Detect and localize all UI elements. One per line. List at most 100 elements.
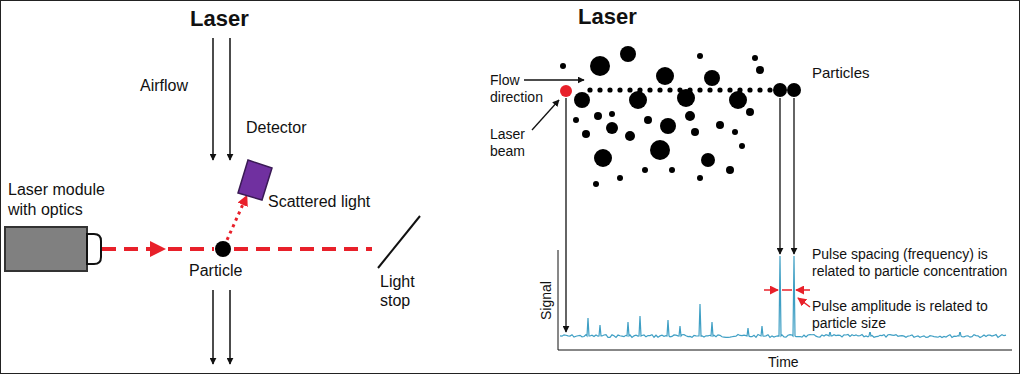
particle-dot	[650, 140, 670, 160]
particle-dot	[739, 143, 745, 149]
particle-dot	[620, 46, 636, 62]
particle-dot	[606, 122, 618, 134]
laser-module: Laser module with optics	[4, 226, 102, 272]
scattered-light-arrow	[227, 196, 247, 240]
particle-dot	[767, 87, 772, 92]
beam-to-signal-line	[565, 98, 566, 332]
particle-cloud	[560, 46, 801, 187]
particle-dot	[573, 117, 579, 123]
particle-dot	[629, 91, 647, 109]
particle-dot	[727, 87, 732, 92]
particle-dot	[707, 87, 712, 92]
annotation: Pulse amplitude is related to particle s…	[812, 298, 1016, 332]
particle-dot	[597, 87, 602, 92]
particle-shape	[215, 241, 231, 257]
particle-dot	[737, 87, 742, 92]
particles-label: Particles	[812, 64, 870, 82]
particle-dot	[752, 55, 758, 61]
particle-dot	[669, 167, 675, 173]
panel-title: Laser	[190, 6, 249, 31]
particle-dot	[667, 87, 672, 92]
particle-dot	[560, 63, 566, 69]
spacing-arrow	[796, 289, 810, 291]
particle-dot	[746, 108, 754, 116]
particle-dot	[594, 112, 602, 120]
laser-beam	[234, 247, 372, 251]
particle-dot	[697, 175, 703, 181]
particle-dot	[660, 118, 676, 134]
particle-dot	[657, 87, 662, 92]
light-stop	[378, 216, 420, 268]
particle-dot	[609, 111, 615, 117]
flow-label: Flow direction	[490, 72, 554, 106]
particle-dot	[701, 153, 715, 167]
particle-dot	[697, 87, 702, 92]
particle-dot	[704, 70, 720, 86]
particle-dot	[587, 87, 592, 92]
particle-dot	[637, 87, 642, 92]
y-axis	[558, 250, 559, 350]
particle-dot	[593, 181, 599, 187]
particle-dot	[687, 87, 692, 92]
particle-dot	[691, 128, 699, 136]
beam-label: Laser beam	[490, 126, 538, 160]
edge-label: Scattered light	[268, 192, 370, 211]
module-body	[5, 227, 87, 271]
spacing-arrow	[764, 289, 778, 291]
x-axis	[558, 350, 1012, 351]
particle-dot	[627, 87, 632, 92]
particle-dot	[582, 130, 590, 138]
particle-dot	[717, 87, 722, 92]
laser-beam-dot	[560, 85, 572, 97]
airflow-arrow	[229, 38, 231, 160]
airflow-label: Airflow	[140, 76, 188, 95]
panel-title: Laser	[578, 4, 637, 29]
axis-label: Time	[768, 354, 799, 371]
spacing-bar	[782, 289, 792, 291]
module-optics	[87, 234, 101, 264]
airflow-arrow	[229, 290, 231, 364]
particle-dot	[617, 87, 622, 92]
particle-dot	[685, 111, 695, 121]
particle-dot	[574, 92, 590, 108]
particle-dot	[716, 121, 724, 129]
detector-label: Detector	[246, 118, 306, 138]
laser-beam	[102, 247, 214, 251]
particle-dot	[677, 87, 682, 92]
airflow-arrow	[212, 290, 214, 364]
particle-dot	[644, 116, 652, 124]
laser-module-shape	[4, 226, 102, 272]
particle-dot	[747, 87, 752, 92]
light-stop-label: Light stop	[380, 272, 428, 310]
particle-to-pulse-line	[779, 98, 780, 254]
particle-dot	[787, 83, 801, 97]
airflow-arrow	[212, 38, 214, 160]
particle-label: Particle	[189, 261, 242, 281]
particle-dot	[732, 129, 738, 135]
particle-dot	[617, 175, 623, 181]
particle-circle	[215, 241, 231, 257]
particle-dot	[594, 149, 612, 167]
particle-dot	[656, 67, 674, 85]
amplitude-arrow	[798, 298, 810, 307]
particle-dot	[607, 87, 612, 92]
particle-dot	[729, 91, 747, 109]
axis-label: Signal	[538, 281, 555, 321]
module-label: Laser module with optics	[8, 180, 126, 220]
particle-dot	[756, 66, 764, 74]
detector-body	[238, 160, 272, 200]
particle-dot	[590, 56, 610, 76]
annotation: Pulse spacing (frequency) is related to …	[812, 246, 1016, 280]
particle-dot	[647, 87, 652, 92]
particle-dot	[773, 83, 787, 97]
particle-dot	[625, 131, 635, 141]
particle-to-pulse-line	[793, 98, 794, 254]
particle: Particle	[215, 241, 231, 257]
particle-dot	[642, 167, 648, 173]
flow-arrow	[524, 79, 584, 80]
particle-dot	[726, 166, 734, 174]
particle-dot	[757, 87, 762, 92]
